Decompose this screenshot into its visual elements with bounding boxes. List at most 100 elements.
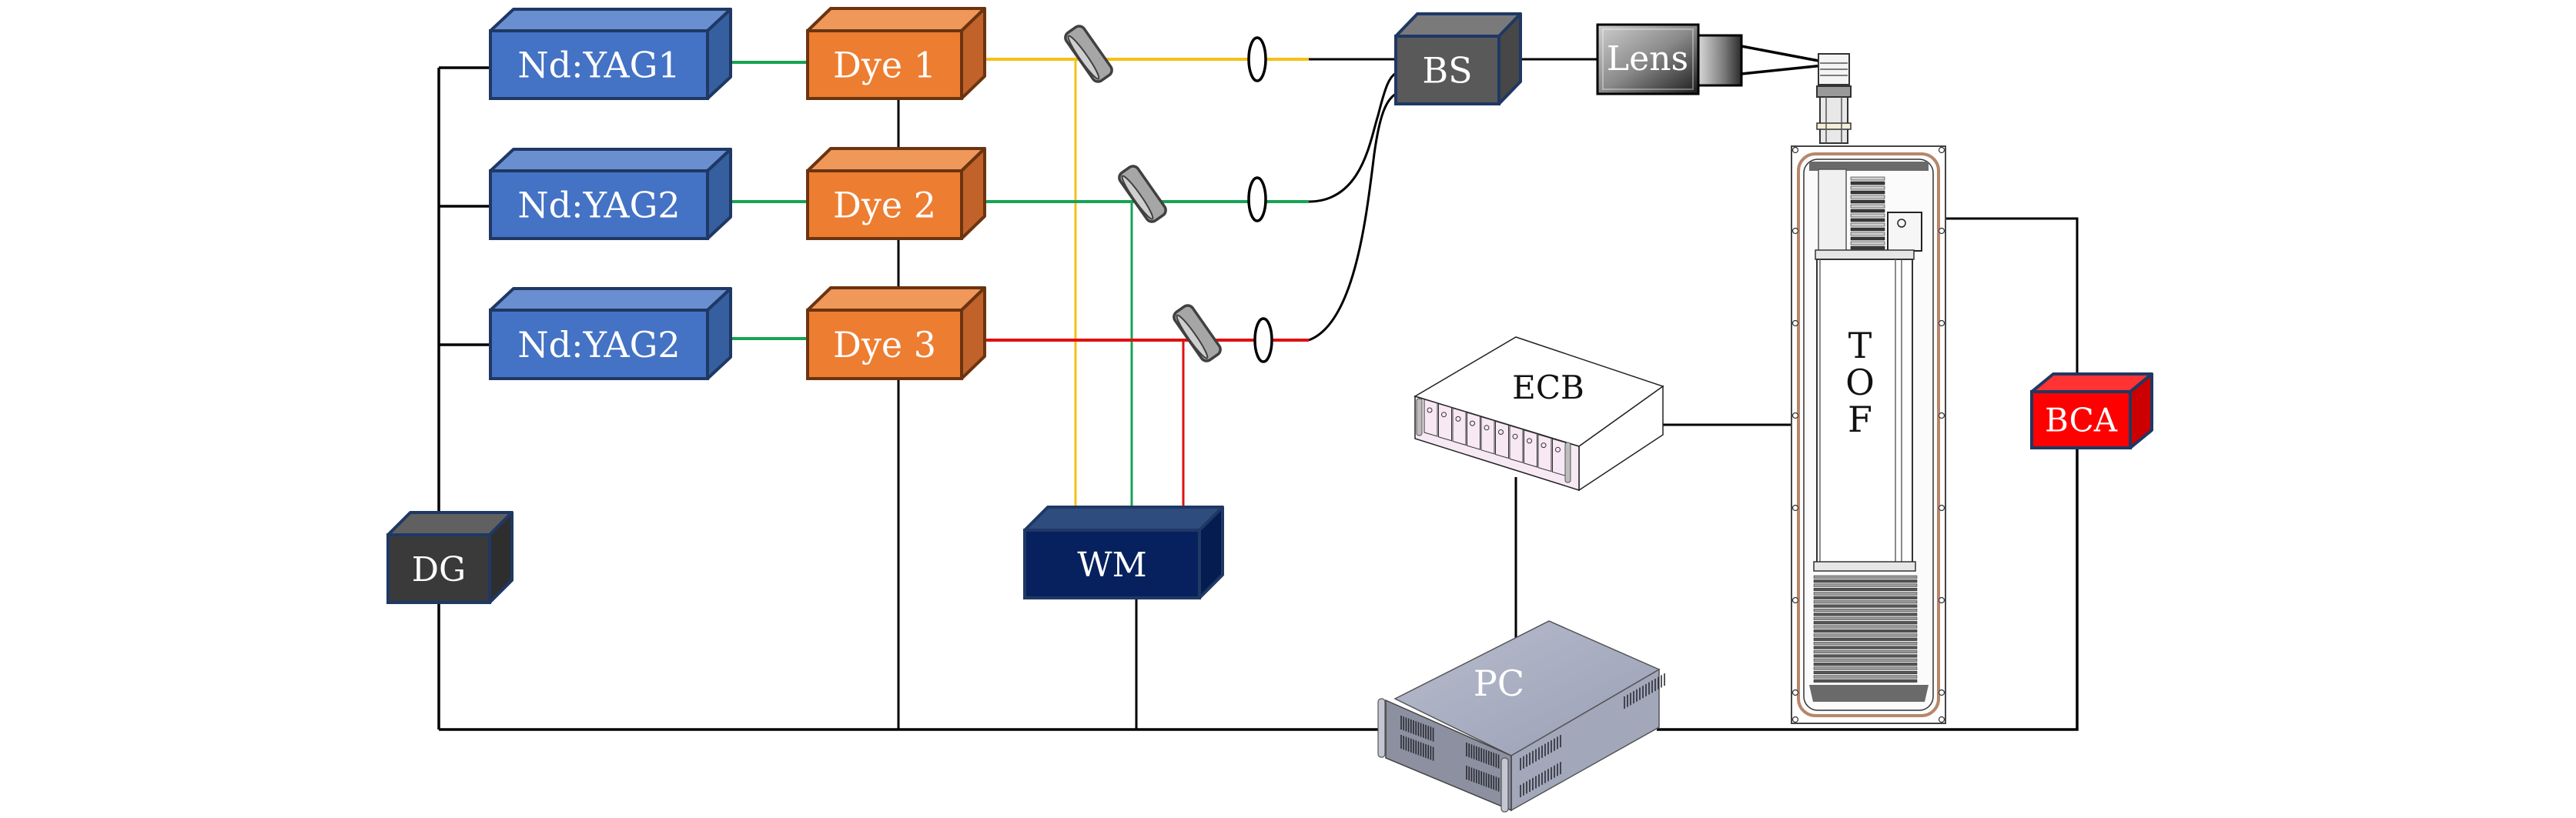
wm-box[interactable]: WM: [1023, 506, 1224, 599]
bolt-icon: [1938, 146, 1945, 154]
tof-stack-plate: [1850, 195, 1885, 199]
dye3-front-face: [806, 309, 963, 380]
tof-optics-plate: [1813, 596, 1918, 599]
yag3-box[interactable]: Nd:YAG2: [489, 287, 732, 380]
yag2-top-face: [489, 148, 732, 172]
lens-3-icon[interactable]: [1253, 317, 1273, 363]
yag1-box[interactable]: Nd:YAG1: [489, 8, 732, 100]
tof-stack-plate: [1850, 213, 1885, 218]
bolt-icon: [1791, 319, 1799, 327]
tof-stack-plate: [1850, 218, 1885, 222]
bolt-icon: [1791, 504, 1799, 512]
dye3-top-face: [806, 286, 986, 312]
tof-optics-plate: [1813, 675, 1918, 679]
ecb-connector-icon: [1498, 429, 1504, 435]
tof-stack-plate: [1850, 222, 1885, 227]
tof-optics-plate: [1813, 670, 1918, 675]
tof-optics-plate: [1813, 613, 1918, 616]
bolt-icon: [1791, 412, 1799, 419]
ecb-card: [1537, 433, 1552, 472]
laser-beams: [721, 58, 1309, 507]
dye1-box[interactable]: Dye 1: [806, 7, 986, 100]
tof-stack-plate: [1850, 176, 1885, 181]
pc-handle-right: [1500, 757, 1509, 813]
bs-box[interactable]: BS: [1394, 12, 1522, 105]
yag1-front-face: [489, 29, 709, 100]
lens-body: [1596, 23, 1700, 95]
wm-front-face: [1023, 529, 1201, 599]
tof-optics-plate: [1813, 646, 1918, 649]
mirror-icon: [1064, 25, 1113, 83]
lens-tip: [1697, 34, 1743, 87]
bolt-icon: [1938, 689, 1945, 696]
tof-stack-plate: [1850, 181, 1885, 185]
yag2-front-face: [489, 169, 709, 240]
ecb-label: ECB: [1512, 369, 1584, 406]
yag3-front-face: [489, 309, 709, 380]
bca-box[interactable]: BCA: [2030, 372, 2153, 449]
tof-detector-port: [1897, 219, 1906, 228]
tof-tube: [1818, 169, 1847, 262]
bolt-icon: [1938, 319, 1945, 327]
mirror-1[interactable]: [1063, 24, 1115, 84]
wm-label: WM: [1077, 546, 1146, 585]
dye1-top-face: [806, 7, 986, 32]
lens-2-icon[interactable]: [1247, 176, 1267, 222]
yag1-label: Nd:YAG1: [517, 45, 680, 86]
dg-box[interactable]: DG: [386, 511, 514, 604]
ecb-card: [1452, 407, 1467, 446]
tof-spectrometer[interactable]: T O F: [1791, 53, 1946, 724]
tof-label-o: O: [1845, 362, 1875, 403]
ecb-card: [1524, 429, 1537, 468]
tof-optics-plate: [1813, 649, 1918, 654]
tof-stack-plate: [1850, 241, 1885, 245]
tof-stack-plate: [1850, 227, 1885, 232]
bs-label: BS: [1422, 50, 1472, 92]
focus-beam-upper: [1741, 45, 1832, 65]
mirror-face: [1067, 35, 1100, 80]
yag2-box[interactable]: Nd:YAG2: [489, 148, 732, 240]
dye2-box[interactable]: Dye 2: [806, 147, 986, 240]
dye2-label: Dye 2: [833, 185, 936, 226]
bolt-icon: [1791, 596, 1799, 604]
bolt-icon: [1938, 716, 1945, 723]
tof-stack-plate: [1850, 236, 1885, 241]
tof-optics-plate: [1813, 633, 1918, 637]
mirrors: [1063, 24, 1223, 363]
ecb-card: [1552, 438, 1566, 476]
tof-optics-plate: [1813, 658, 1918, 662]
ecb-card: [1467, 412, 1480, 450]
tof-stack-plate: [1850, 199, 1885, 204]
ecb-handle-right: [1564, 442, 1571, 483]
tof-optics-plate: [1813, 679, 1918, 683]
ecb-connector-icon: [1441, 412, 1447, 418]
tof-optics-plate: [1813, 629, 1918, 633]
mirror-2[interactable]: [1117, 164, 1169, 224]
ecb-card: [1509, 425, 1524, 463]
wire-pc-bca: [1657, 448, 2079, 731]
ecb-crate[interactable]: ECB: [1413, 336, 1664, 492]
lens-assembly[interactable]: Lens: [1596, 23, 1743, 95]
bolt-icon: [1791, 227, 1799, 235]
dye2-front-face: [806, 169, 963, 240]
tof-reflectron-stack: [1850, 176, 1885, 250]
fiber-beam3: [1308, 92, 1397, 342]
dye3-box[interactable]: Dye 3: [806, 286, 986, 380]
tof-ion-source: [1816, 53, 1852, 144]
tof-optics-plate: [1813, 608, 1918, 613]
lens-1-icon[interactable]: [1247, 36, 1267, 82]
mirror-icon: [1118, 165, 1167, 223]
dye1-label: Dye 1: [833, 45, 936, 86]
mirror-3[interactable]: [1172, 303, 1223, 363]
tof-detector: [1887, 212, 1922, 252]
tof-label-f: F: [1848, 399, 1872, 440]
bolt-icon: [1938, 227, 1945, 235]
tof-stack-plate: [1850, 245, 1885, 250]
yag2-label: Nd:YAG2: [517, 185, 680, 226]
tof-optics-plate: [1813, 616, 1918, 620]
tof-optics-plate: [1813, 666, 1918, 670]
tof-stack-plate: [1850, 232, 1885, 236]
pc-computer[interactable]: PC: [1377, 620, 1665, 813]
